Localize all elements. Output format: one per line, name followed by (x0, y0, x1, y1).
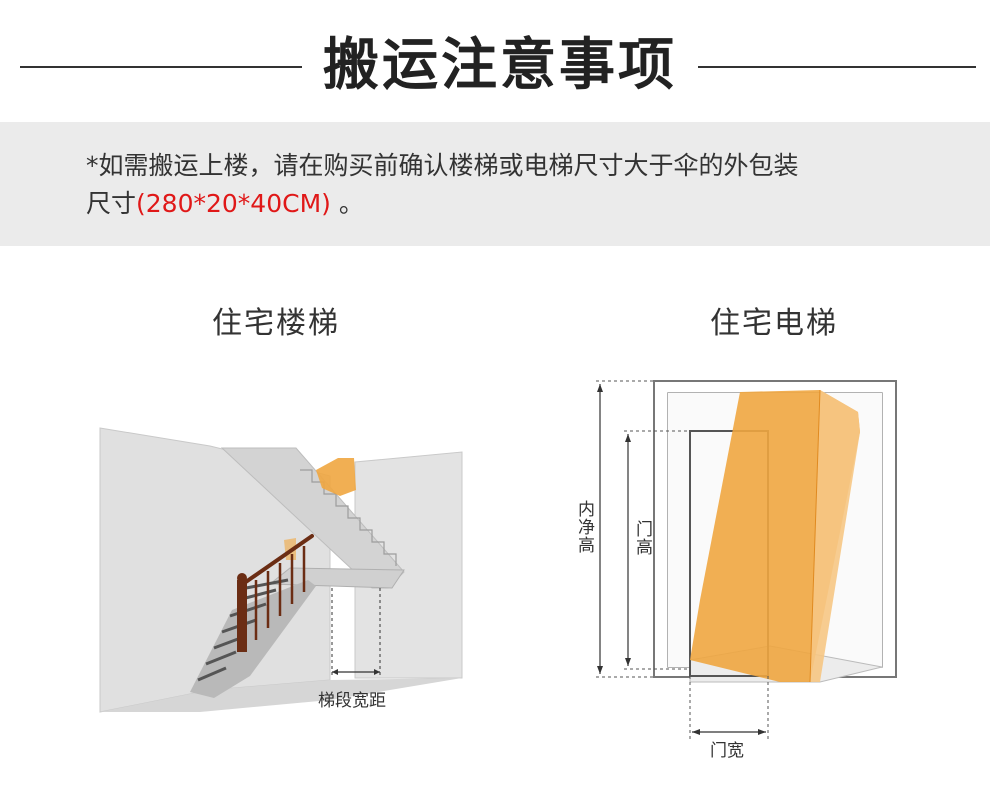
notice-line-1: *如需搬运上楼，请在购买前确认楼梯或电梯尺寸大于伞的外包装 (86, 151, 799, 180)
package-dimensions: (280*20*40CM) (136, 189, 331, 218)
stair-width-label: 梯段宽距 (318, 691, 386, 711)
package-on-stairs (316, 458, 356, 496)
header-divider-left (20, 66, 302, 68)
door-width-label: 门宽 (710, 741, 744, 761)
header-divider-right (698, 66, 976, 68)
notice-size-suffix: 。 (330, 189, 364, 218)
notice-size-prefix: 尺寸 (86, 189, 137, 218)
notice-line-2: 尺寸(280*20*40CM) 。 (86, 188, 364, 220)
inner-height-label: 内净高 (574, 500, 594, 554)
page-title: 搬运注意事项 (323, 33, 677, 98)
notice-banner: *如需搬运上楼，请在购买前确认楼梯或电梯尺寸大于伞的外包装 尺寸(280*20*… (0, 122, 990, 246)
stairs-caption: 住宅楼梯 (212, 306, 340, 341)
elevator-illustration (596, 380, 897, 740)
elevator-caption: 住宅电梯 (710, 306, 838, 341)
door-height-label: 门高 (632, 520, 652, 556)
stairwell-illustration (99, 427, 463, 713)
header: 搬运注意事项 (0, 0, 990, 120)
